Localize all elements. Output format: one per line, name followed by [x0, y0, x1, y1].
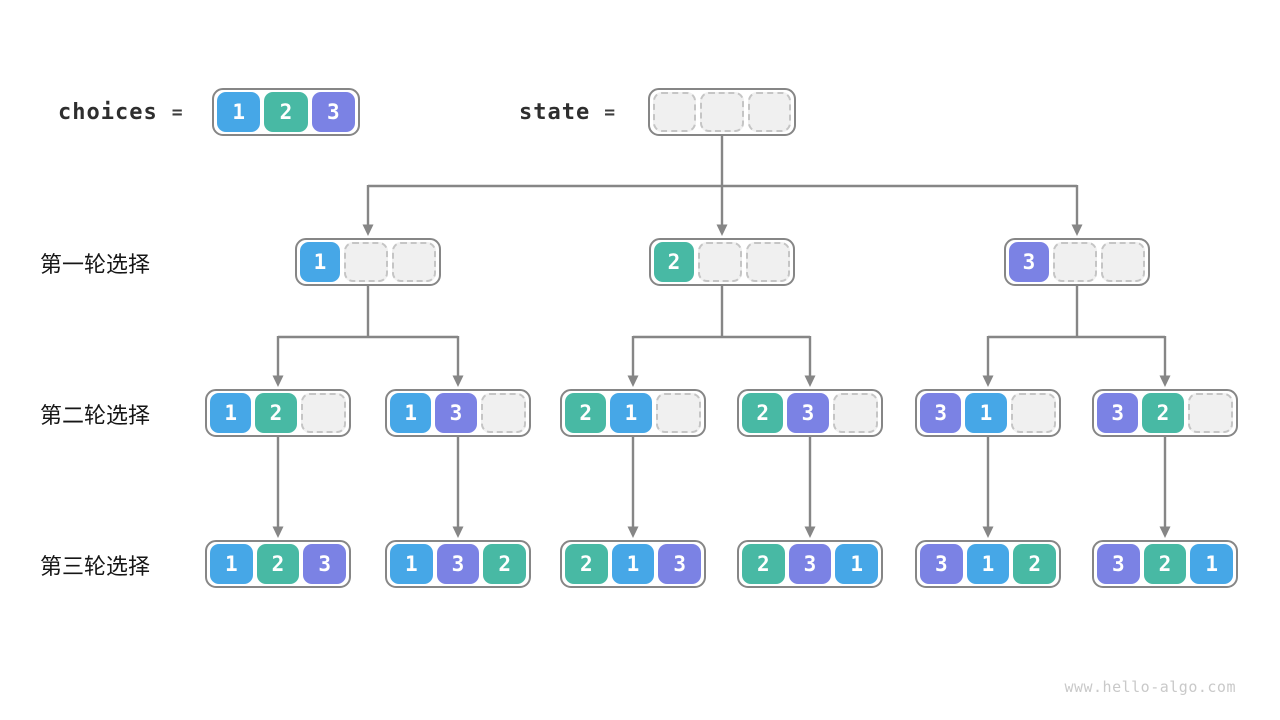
cell-2: 2	[565, 544, 608, 584]
cell-1: 1	[210, 544, 253, 584]
cell-2: 2	[255, 393, 297, 433]
state-label: state	[519, 99, 591, 125]
equals-sign: =	[171, 101, 183, 123]
cell-empty	[1053, 242, 1097, 282]
choices-label: choices	[58, 99, 158, 125]
cell-3: 3	[435, 393, 477, 433]
cell-1: 1	[217, 92, 261, 132]
cell-2: 2	[1143, 544, 1187, 584]
site-watermark: www.hello-algo.com	[1064, 678, 1236, 696]
cell-empty	[655, 393, 701, 433]
state-array	[648, 88, 796, 136]
cell-empty	[1010, 393, 1056, 433]
cell-3: 3	[920, 393, 962, 433]
cell-1: 1	[1190, 544, 1234, 584]
row-label-round1: 第一轮选择	[40, 252, 151, 277]
cell-3: 3	[1097, 544, 1140, 584]
cell-1: 1	[835, 544, 879, 584]
cell-empty	[392, 242, 436, 282]
state-declaration: state =	[519, 88, 615, 136]
cell-2: 2	[264, 92, 308, 132]
cell-empty	[1187, 393, 1233, 433]
cell-2: 2	[565, 393, 607, 433]
cell-2: 2	[483, 544, 527, 584]
equals-sign: =	[604, 101, 616, 123]
cell-empty	[344, 242, 388, 282]
cell-3: 3	[1097, 393, 1139, 433]
cell-1: 1	[390, 544, 433, 584]
cell-3: 3	[658, 544, 702, 584]
cell-1: 1	[965, 393, 1007, 433]
choices-declaration: choices =	[58, 88, 183, 136]
cell-3: 3	[787, 393, 829, 433]
cell-3: 3	[1009, 242, 1049, 282]
cell-empty	[746, 242, 790, 282]
cell-empty	[700, 92, 744, 132]
cell-empty	[300, 393, 346, 433]
cell-3: 3	[920, 544, 963, 584]
cell-2: 2	[1013, 544, 1057, 584]
cell-1: 1	[610, 393, 652, 433]
cell-empty	[698, 242, 742, 282]
round1-box-1: 2	[649, 238, 795, 286]
cell-2: 2	[1142, 393, 1184, 433]
cell-1: 1	[300, 242, 340, 282]
cell-empty	[653, 92, 697, 132]
cell-empty	[1101, 242, 1145, 282]
cell-2: 2	[742, 544, 785, 584]
cell-2: 2	[256, 544, 300, 584]
round1-box-2: 3	[1004, 238, 1150, 286]
cell-3: 3	[788, 544, 832, 584]
cell-empty	[480, 393, 526, 433]
cell-3: 3	[303, 544, 347, 584]
row-label-round2: 第二轮选择	[40, 403, 151, 428]
cell-1: 1	[611, 544, 655, 584]
cell-3: 3	[436, 544, 480, 584]
cell-1: 1	[210, 393, 252, 433]
round1-box-0: 1	[295, 238, 441, 286]
row-label-round3: 第三轮选择	[40, 554, 151, 579]
cell-1: 1	[390, 393, 432, 433]
cell-empty	[832, 393, 878, 433]
cell-3: 3	[311, 92, 355, 132]
cell-1: 1	[966, 544, 1010, 584]
cell-2: 2	[742, 393, 784, 433]
cell-2: 2	[654, 242, 694, 282]
cell-empty	[747, 92, 791, 132]
